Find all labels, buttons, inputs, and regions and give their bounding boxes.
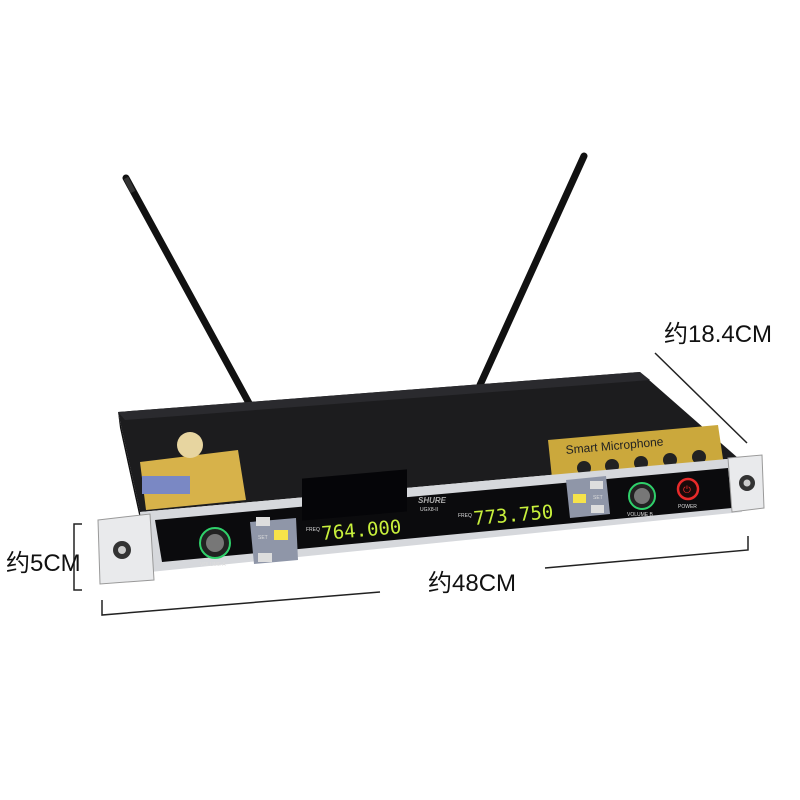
up-button-a[interactable]: [256, 517, 270, 526]
depth-dimension-line: [654, 352, 748, 444]
display-a: FREQ 764.000: [302, 469, 407, 545]
set-button-a[interactable]: [274, 530, 288, 540]
set-label-b: SET: [593, 495, 603, 501]
depth-label: 约18.4CM: [664, 321, 773, 348]
up-button-b[interactable]: [590, 481, 603, 489]
volume-a-knob[interactable]: [199, 527, 231, 559]
antenna-right: [476, 152, 588, 389]
width-label: 约48CM: [428, 570, 517, 597]
set-button-b[interactable]: [573, 494, 586, 503]
volume-b-label: VOLUME B: [627, 512, 654, 518]
model-label: UGX8-II: [420, 507, 438, 513]
antenna-left: [122, 174, 254, 409]
svg-text:⏻: ⏻: [683, 485, 691, 496]
freq-label-a: FREQ: [306, 527, 320, 533]
freq-label-b: FREQ: [458, 513, 472, 519]
power-button[interactable]: ⏻: [676, 477, 700, 501]
power-label: POWER: [678, 504, 697, 510]
height-label: 约5CM: [6, 550, 81, 577]
height-dimension-bracket: [73, 523, 82, 591]
down-button-b[interactable]: [591, 505, 604, 513]
width-dimension-line: [101, 536, 749, 616]
volume-b-knob[interactable]: [628, 482, 656, 510]
down-button-a[interactable]: [258, 553, 272, 562]
volume-a-label: VOLUME A: [200, 562, 226, 568]
rack-ear-left: [97, 513, 155, 585]
set-label-a: SET: [258, 535, 268, 541]
rack-ear-right: [727, 454, 765, 513]
sticker-left: [140, 432, 246, 510]
brand-logo: SHURE: [418, 496, 447, 505]
